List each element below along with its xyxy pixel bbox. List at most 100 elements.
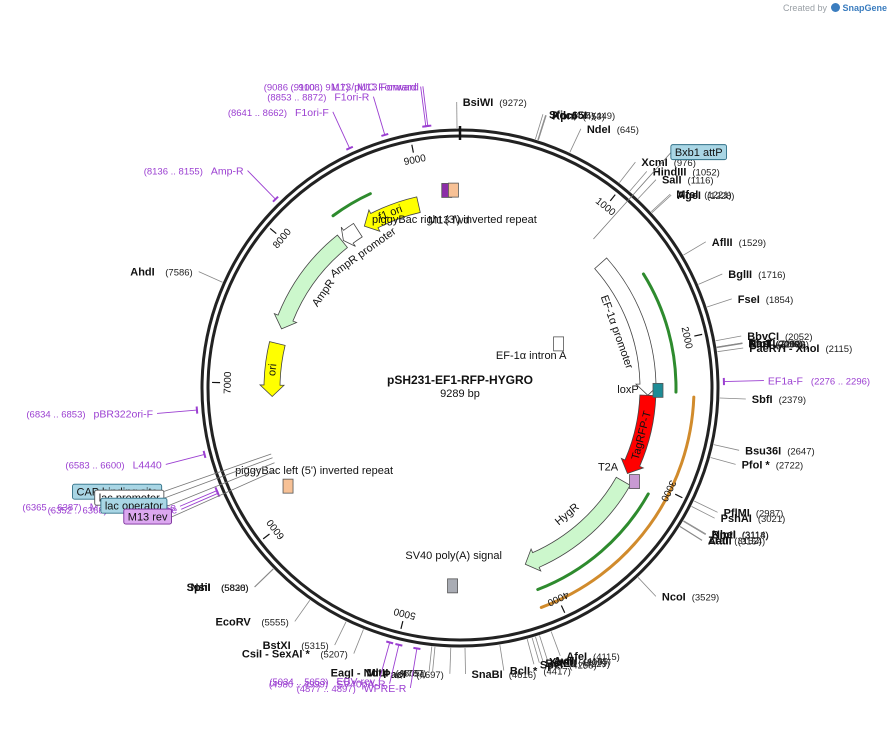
enzyme-site-paci[interactable]: PacI(4697) <box>383 669 444 681</box>
enzyme-name: PaeR7I - XhoI <box>749 343 819 355</box>
small-feature-label-ef-1-intron-a: EF-1α intron A <box>496 350 567 362</box>
credit-brand: SnapGene <box>842 3 887 13</box>
small-feature-label-loxp: loxP <box>617 384 638 396</box>
primer-name-l4440: L4440 <box>133 459 162 471</box>
enzyme-site-sphi[interactable]: SphI(5830) <box>187 582 249 594</box>
enzyme-position: (3118) <box>742 531 769 542</box>
enzyme-site-nhei[interactable]: NheI(3114) <box>712 529 769 541</box>
enzyme-site-eagi-noti[interactable]: EagI - NotI(4805) <box>331 667 423 679</box>
enzyme-leader-bcli <box>499 644 505 671</box>
enzyme-site-nsii[interactable]: NsiI(5828) <box>191 582 249 594</box>
primer-binding-mark <box>202 450 207 459</box>
enzyme-site-pfoi[interactable]: PfoI *(2722) <box>742 459 804 471</box>
enzyme-site-pshai[interactable]: PshAI(3021) <box>721 513 786 525</box>
snapgene-logo-icon <box>831 3 841 12</box>
feature-label-hygr: HygR <box>553 501 582 528</box>
enzyme-position: (3114) <box>742 530 769 541</box>
enzyme-name: NarI <box>748 338 769 350</box>
credit-prefix: Created by <box>782 3 827 13</box>
enzyme-site-ndei[interactable]: NdeI(645) <box>587 124 639 136</box>
enzyme-site-snabi[interactable]: SnaBI(4616) <box>472 669 537 681</box>
enzyme-site-nari[interactable]: NarI(2089) <box>748 338 803 350</box>
enzyme-site-sbfi[interactable]: SbfI(2379) <box>752 394 806 406</box>
enzyme-position: (2090) <box>775 339 802 350</box>
enzyme-leader-bstxi <box>334 621 347 646</box>
enzyme-position: (4185) <box>584 656 611 667</box>
enzyme-site-ncoi[interactable]: NcoI(3529) <box>662 591 719 603</box>
enzyme-name: ZraI <box>708 535 728 547</box>
primer-range-m13-puc-forward: (9086 .. 9108) <box>264 83 323 94</box>
enzyme-name: SfiI <box>549 109 566 121</box>
enzyme-site-bcli[interactable]: BclI *(4417) <box>510 666 571 678</box>
enzyme-site-bstxi[interactable]: BstXI(5315) <box>263 640 329 652</box>
enzyme-site-hindiii[interactable]: HindIII(1052) <box>653 166 720 178</box>
enzyme-site-sfoi[interactable]: SfoI(2090) <box>748 338 802 350</box>
enzyme-leader-snabi <box>464 647 466 674</box>
tick-label-6000: 6000 <box>265 517 288 542</box>
enzyme-site-bglii[interactable]: BglII(1716) <box>728 269 785 281</box>
enzyme-name: XcmI <box>641 157 667 169</box>
enzyme-site-spei[interactable]: SpeI(4258) <box>540 659 597 671</box>
enzyme-position: (1052) <box>692 167 719 178</box>
enzyme-site-bsiwi[interactable]: BsiWI(9272) <box>463 97 527 109</box>
enzyme-site-bsteii[interactable]: BstEII(4229) <box>545 658 610 670</box>
enzyme-site-kasi[interactable]: KasI(2088) <box>748 338 805 350</box>
tick-label-3000: 3000 <box>658 478 678 503</box>
enzyme-leader-kpni <box>538 115 547 141</box>
enzyme-leader-paci <box>449 647 452 674</box>
enzyme-leader-xcmi <box>619 161 636 183</box>
feature-arrow-tagrfp-t <box>620 394 657 474</box>
enzyme-site-acc65i[interactable]: Acc65I(449) <box>552 110 616 122</box>
primer-binding-mark <box>413 646 421 651</box>
enzyme-site-aflii[interactable]: AflII(1529) <box>712 237 766 249</box>
enzyme-position: (449) <box>593 111 615 122</box>
enzyme-site-bsu36i[interactable]: Bsu36I(2647) <box>745 445 815 457</box>
primer-name-ef1a-f: EF1a-F <box>768 376 803 388</box>
enzyme-name: KasI <box>748 338 771 350</box>
primer-range-l4440: (6583 .. 6600) <box>65 460 124 471</box>
enzyme-site-kpni[interactable]: KpnI(453) <box>552 110 605 122</box>
enzyme-leader-pshai <box>691 506 715 519</box>
enzyme-site-afei[interactable]: AfeI(4115) <box>566 651 620 663</box>
primer-range-f1ori-f: (8641 .. 8662) <box>228 108 287 119</box>
enzyme-site-mfei[interactable]: MfeI(1221) <box>676 189 731 201</box>
enzyme-leader-sfii <box>535 114 544 140</box>
enzyme-position: (4115) <box>593 652 620 663</box>
enzyme-site-xbai[interactable]: XbaI(4209) <box>549 657 606 669</box>
primer-range-f1ori-r: (8853 .. 8872) <box>267 93 326 104</box>
primer-leader-wpre-r <box>409 648 418 688</box>
primer-range-ef1a-f: (2276 .. 2296) <box>811 377 870 388</box>
enzyme-site-xcmi[interactable]: XcmI(976) <box>641 157 695 169</box>
enzyme-site-zrai[interactable]: ZraI(3152) <box>708 535 762 547</box>
small-feature-piggybac-left-5-inverted-repeat <box>282 478 294 494</box>
enzyme-leader-bbvci <box>715 335 742 342</box>
enzyme-site-ecorv[interactable]: EcoRV(5555) <box>216 616 289 628</box>
tick-label-1000: 1000 <box>593 196 618 219</box>
enzyme-name: MfeI <box>676 189 698 201</box>
enzyme-site-pflmi[interactable]: PflMI(2987) <box>724 507 784 519</box>
primer-binding-mark <box>381 132 389 137</box>
enzyme-site-sfii[interactable]: SfiI(435) <box>549 109 594 121</box>
enzyme-leader-ndei <box>569 128 582 153</box>
enzyme-site-bbvci[interactable]: BbvCI(2052) <box>747 331 812 343</box>
enzyme-site-paer7i-xhoi[interactable]: PaeR7I - XhoI(2115) <box>749 343 852 355</box>
enzyme-site-sali[interactable]: SalI(1116) <box>662 175 714 187</box>
enzyme-site-avrii[interactable]: AvrII(4185) <box>553 655 611 667</box>
enzyme-leader-pfoi <box>710 457 736 465</box>
enzyme-site-fsei[interactable]: FseI(1854) <box>738 294 793 306</box>
enzyme-site-pluti[interactable]: PluTI(2092) <box>749 339 809 351</box>
enzyme-name: BstEII <box>545 658 576 670</box>
primer-name-amp-r: Amp-R <box>211 166 244 178</box>
enzyme-site-ahdi[interactable]: AhdI(7586) <box>130 267 192 279</box>
enzyme-site-csii-sexai[interactable]: CsiI - SexAI *(5207) <box>242 649 348 661</box>
enzyme-position: (4805) <box>396 668 423 679</box>
enzyme-site-bmti[interactable]: BmtI(3118) <box>712 530 769 542</box>
enzyme-name: KpnI <box>552 110 576 122</box>
primer-binding-mark <box>195 406 199 414</box>
enzyme-name: PflMI <box>724 507 750 519</box>
enzyme-site-aatii[interactable]: AatII(3154) <box>708 536 765 548</box>
enzyme-leader-ahdi <box>198 271 223 283</box>
enzyme-leader-aatii <box>679 526 703 541</box>
enzyme-site-agei[interactable]: AgeI(1228) <box>677 190 734 202</box>
